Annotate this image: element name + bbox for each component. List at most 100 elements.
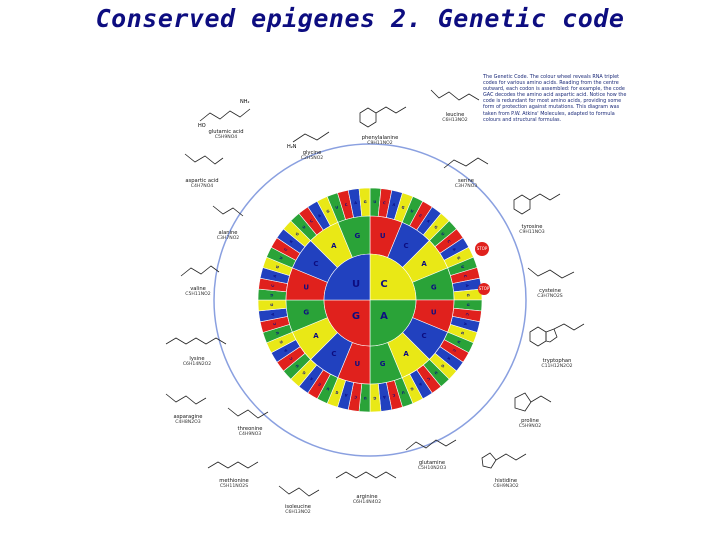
third-base-label: A <box>344 393 348 398</box>
third-base-label: C <box>309 219 314 224</box>
third-base-label: U <box>456 340 461 344</box>
third-base-label: U <box>440 232 445 237</box>
third-base-label: U <box>364 396 367 400</box>
figure-caption: The Genetic Code. The colour wheel revea… <box>483 74 627 123</box>
second-base-label: C <box>313 260 318 268</box>
third-base-label: G <box>279 340 284 344</box>
third-base-label: A <box>317 213 322 218</box>
structure-threonine <box>227 407 269 419</box>
third-base-label: C <box>284 247 289 252</box>
second-base-label: U <box>380 232 386 240</box>
third-base-label: C <box>354 395 358 399</box>
third-base-label: C <box>465 313 469 317</box>
first-base-label: G <box>352 311 360 322</box>
first-base-label: U <box>352 279 360 290</box>
third-base-label: U <box>401 390 405 395</box>
third-base-label: A <box>271 313 275 317</box>
second-base-label: G <box>380 360 386 368</box>
third-base-label: G <box>460 331 465 335</box>
third-base-label: U <box>373 200 376 204</box>
third-base-label: U <box>460 265 465 269</box>
third-base-label: C <box>273 322 278 326</box>
structure-tyrosine <box>513 193 561 215</box>
third-base-label: G <box>456 256 461 260</box>
third-base-label: A <box>452 247 457 252</box>
structure-glutamine <box>405 439 457 451</box>
third-base-label: A <box>383 395 387 399</box>
structure-aspartic-acid <box>184 153 224 165</box>
amino-ring-label: Ala <box>251 224 264 232</box>
third-base-label: C <box>289 356 294 361</box>
structure-histidine <box>481 452 527 469</box>
third-base-label: C <box>344 203 348 208</box>
amino-ring-label: Ser <box>234 330 248 338</box>
wheel-sectors <box>257 144 483 413</box>
third-base-label: U <box>326 386 330 391</box>
third-base-label: U <box>466 303 470 306</box>
third-base-label: A <box>446 356 451 361</box>
third-base-label: U <box>433 370 438 375</box>
third-base-label: C <box>271 284 275 288</box>
third-base-label: U <box>335 205 339 210</box>
amino-ring-label: Leu <box>495 317 509 325</box>
third-base-label: A <box>426 219 431 224</box>
third-base-label: C <box>418 214 423 219</box>
structure-alanine <box>212 205 244 217</box>
third-base-label: G <box>364 200 367 204</box>
third-base-label: G <box>270 303 274 306</box>
second-base-label: A <box>421 260 427 268</box>
svg-text:H₂N: H₂N <box>287 144 297 150</box>
second-base-label: A <box>313 332 319 340</box>
structure-valine <box>180 265 220 277</box>
amino-ring-label: Glu <box>304 176 317 184</box>
third-base-label: G <box>373 396 376 400</box>
structure-lysine <box>165 337 227 345</box>
third-base-label: A <box>418 382 423 387</box>
first-base-label: C <box>380 279 387 290</box>
second-base-label: U <box>431 309 437 317</box>
third-base-label: A <box>392 203 396 208</box>
third-base-label: C <box>392 393 396 398</box>
third-base-label: G <box>302 370 307 375</box>
amino-ring-label: Arg <box>229 293 243 301</box>
third-base-label: A <box>289 239 294 244</box>
amino-ring-label: Tyr <box>470 213 483 221</box>
second-base-label: G <box>354 232 360 240</box>
third-base-label: U <box>302 225 307 230</box>
amino-ring-label: Asn <box>269 392 284 400</box>
amino-ring-label: Phe <box>374 163 389 171</box>
third-base-label: U <box>410 209 414 214</box>
amino-ring-label: Trp <box>497 280 509 288</box>
third-base-label: U <box>270 294 274 297</box>
third-base-label: U <box>279 256 284 260</box>
structure-cysteine <box>527 267 575 279</box>
third-base-label: C <box>446 239 451 244</box>
stop-marker: STOP <box>475 242 489 256</box>
third-base-label: A <box>465 284 469 288</box>
first-base-cell <box>323 299 371 347</box>
third-base-label: G <box>275 265 280 269</box>
amino-ring-label: Ile <box>372 430 382 438</box>
third-base-label: U <box>295 363 300 368</box>
amino-ring-label: Ser <box>443 188 457 196</box>
amino-ring-label: Thr <box>299 414 313 422</box>
slide-title: Conserved epigenes 2. Genetic code <box>95 4 625 33</box>
structure-serine <box>443 157 489 169</box>
first-base-label: A <box>380 311 388 322</box>
second-base-label: G <box>303 309 309 317</box>
amino-ring-label: His <box>466 383 478 391</box>
